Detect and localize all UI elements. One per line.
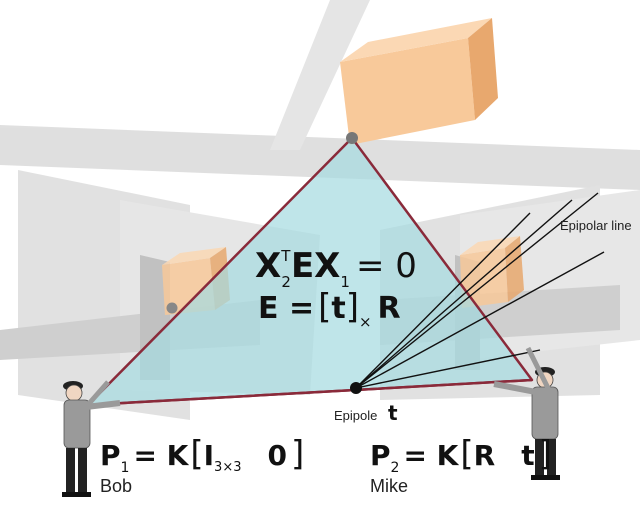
baseline [87,378,533,407]
box-object-top [340,18,498,145]
world-point [346,132,358,144]
bob-label: Bob [100,476,132,496]
bob-figure [62,380,121,497]
epipole-symbol: t [388,401,398,425]
mike-label: Mike [370,476,408,496]
box-projection-right [460,236,524,308]
epipolar-lines [355,192,605,389]
mike-figure [493,346,560,480]
epipole-label: Epipole [334,408,377,423]
image-point-left [166,302,178,314]
epipolar-line-label: Epipolar line [560,218,632,233]
essential-matrix-equation: E =[t]×R [258,287,401,331]
epipole-point [350,382,362,394]
